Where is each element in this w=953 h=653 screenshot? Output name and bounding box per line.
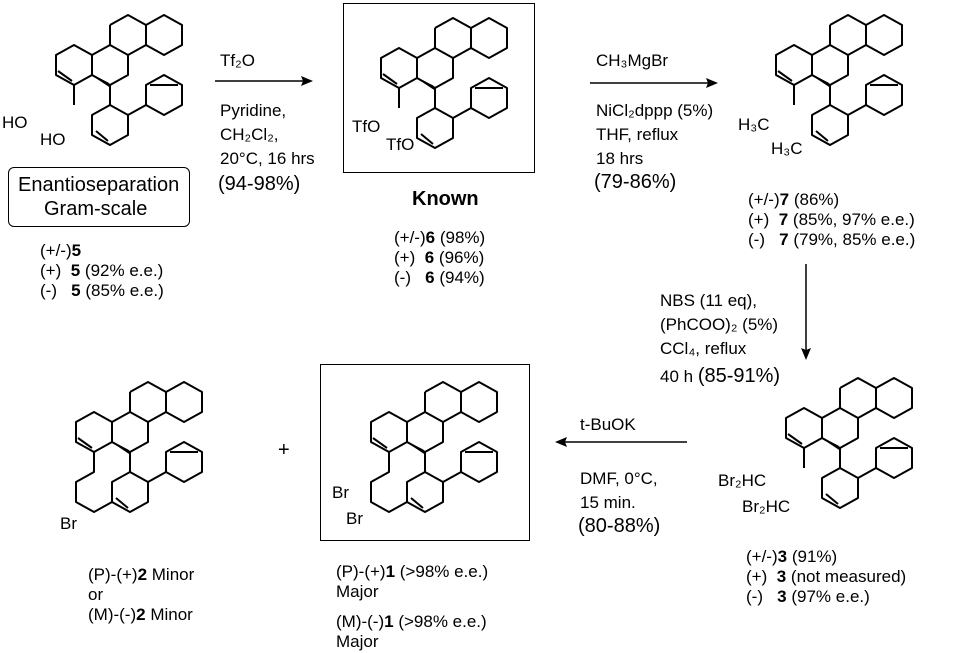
step3-cond2: (PhCOO)₂ (5%) <box>660 315 779 334</box>
step1-cond1: Pyridine, <box>220 101 287 120</box>
step1-cond2: CH₂Cl₂, <box>220 125 279 144</box>
enantioseparation-label: Enantioseparation <box>18 174 180 196</box>
compound-7-structure <box>775 14 903 146</box>
step3-cond4: 40 h (85-91%) <box>660 365 781 387</box>
compound-1-br-top: Br <box>332 483 349 502</box>
step4-yield: (80-88%) <box>578 515 661 537</box>
compound-7-ch3-top: H₃C <box>738 115 770 134</box>
compound-2-row1: (P)-(+)2 Minor <box>88 565 195 584</box>
step4-cond2: 15 min. <box>580 493 636 512</box>
compound-1-row1-note: Major <box>336 582 379 601</box>
reaction-arrow-4 <box>555 437 687 447</box>
plus-sign: + <box>278 439 290 461</box>
compound-1-row1: (P)-(+)1 (>98% e.e.) <box>336 562 489 581</box>
compound-5-structure <box>55 14 183 146</box>
step1-yield: (94-98%) <box>218 173 301 195</box>
step2-reagent: CH₃MgBr <box>596 51 669 70</box>
step3-cond3: CCl₄, reflux <box>660 339 747 358</box>
compound-3-yields: (+/-)3 (91%) (+) 3 (not measured) (-) 3 … <box>746 547 907 606</box>
step4-cond1: DMF, 0°C, <box>580 469 658 488</box>
reaction-arrow-1 <box>215 76 313 86</box>
step2-cond1: NiCl₂dppp (5%) <box>596 101 714 120</box>
compound-6-yields: (+/-)6 (98%) (+) 6 (96%) (-) 6 (94%) <box>394 228 486 287</box>
compound-2-br: Br <box>60 514 77 533</box>
step2-cond2: THF, reflux <box>596 125 679 144</box>
step2-yield: (79-86%) <box>594 171 677 193</box>
compound-1-structure <box>370 381 498 513</box>
compound-6-tfo-top: TfO <box>352 117 381 136</box>
compound-5-ho-top: HO <box>2 113 28 132</box>
compound-2-structure <box>75 381 203 513</box>
step2-cond3: 18 hrs <box>596 149 644 168</box>
reaction-arrow-2 <box>590 78 718 88</box>
enantioseparation-box <box>8 167 190 227</box>
compound-5-yields: (+/-)5 (+) 5 (92% e.e.) (-) 5 (85% e.e.) <box>40 241 164 300</box>
compound-7-yields: (+/-)7 (86%) (+) 7 (85%, 97% e.e.) (-) 7… <box>748 190 916 249</box>
compound-2-or: or <box>88 585 104 604</box>
compound-3-chbr2-bottom: Br₂HC <box>742 497 791 516</box>
step3-cond1: NBS (11 eq), <box>660 291 758 310</box>
compound-3-chbr2-top: Br₂HC <box>718 471 767 490</box>
compound-1-row2: (M)-(-)1 (>98% e.e.) <box>336 612 487 631</box>
compound-6-box <box>343 3 535 173</box>
step4-reagent: t-BuOK <box>580 415 636 434</box>
compound-1-box <box>320 364 530 541</box>
compound-7-ch3-bottom: H₃C <box>771 139 803 158</box>
compound-6-tfo-bottom: TfO <box>386 135 415 154</box>
compound-3-structure <box>785 377 913 509</box>
compound-6-structure <box>380 17 508 149</box>
reaction-arrow-3 <box>801 264 811 360</box>
compound-1-br-bottom: Br <box>346 509 363 528</box>
step1-reagent: Tf₂O <box>220 51 255 70</box>
gram-scale-label: Gram-scale <box>44 198 148 220</box>
step1-cond3: 20°C, 16 hrs <box>220 149 315 168</box>
compound-2-row2: (M)-(-)2 Minor <box>88 605 193 624</box>
compound-6-known-label: Known <box>412 188 479 210</box>
compound-1-row2-note: Major <box>336 632 379 651</box>
compound-5-ho-bottom: HO <box>40 130 66 149</box>
